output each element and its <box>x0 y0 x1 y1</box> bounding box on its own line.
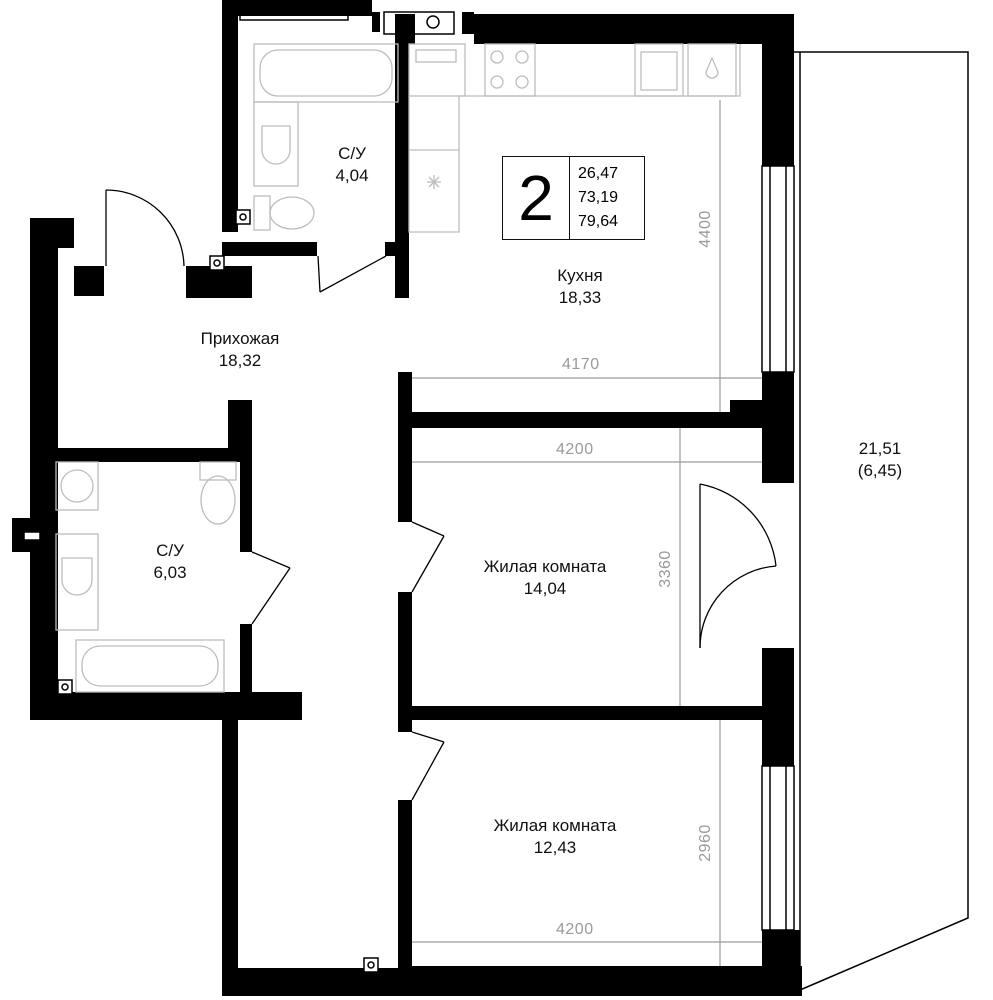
washer <box>55 461 99 511</box>
stove <box>484 43 536 97</box>
room-label-kitchen: Кухня 18,33 <box>520 265 640 309</box>
wall <box>74 266 104 296</box>
dimension-lines <box>412 100 762 966</box>
doors <box>105 189 777 801</box>
wall <box>385 242 409 256</box>
wall <box>372 12 380 32</box>
balcony-reduced-area: (6,45) <box>857 461 903 480</box>
wall <box>762 428 794 483</box>
window <box>761 165 795 373</box>
room-name: Жилая комната <box>483 557 607 576</box>
bathtub <box>75 639 225 693</box>
room-name: Жилая комната <box>493 816 617 835</box>
dimension-room2-width: 4200 <box>556 921 594 938</box>
sink <box>55 533 99 631</box>
wall <box>395 40 409 298</box>
room-area: 18,33 <box>558 288 602 307</box>
wall <box>730 400 794 428</box>
toilet <box>199 461 237 481</box>
dimension-room2-height: 2960 <box>696 824 714 862</box>
wall <box>398 412 732 428</box>
window <box>383 11 455 35</box>
wall <box>222 0 238 232</box>
walls <box>12 0 802 996</box>
room-name: С/У <box>156 541 184 560</box>
bathtub <box>253 43 399 103</box>
wall <box>762 30 794 166</box>
room-label-bathroom-left: С/У 6,03 <box>120 540 220 584</box>
wall <box>395 14 415 44</box>
dimension-kitchen-width: 4170 <box>562 356 600 373</box>
sink <box>253 101 299 187</box>
windows <box>239 11 795 931</box>
room-area: 18,32 <box>218 351 262 370</box>
cabinet <box>408 43 466 97</box>
wall <box>762 648 794 766</box>
dimension-kitchen-height: 4400 <box>696 210 714 248</box>
wall <box>228 400 252 462</box>
room-area: 6,03 <box>153 563 187 582</box>
total-area-with-balcony: 79,64 <box>578 213 619 230</box>
wall <box>222 700 238 996</box>
window <box>239 11 349 21</box>
dimension-room1-width: 4200 <box>556 441 594 458</box>
rooms-count: 2 <box>503 157 570 239</box>
wall <box>240 460 252 552</box>
wall <box>222 0 372 16</box>
wall <box>30 692 302 720</box>
apartment-badge: 2 26,47 73,19 79,64 <box>502 156 645 240</box>
vent-marker <box>427 175 441 189</box>
fixtures <box>55 43 741 693</box>
wall <box>222 242 317 256</box>
wall <box>474 14 794 44</box>
room-label-living-room-2: Жилая комната 12,43 <box>450 815 660 859</box>
room-label-hallway: Прихожая 18,32 <box>160 328 320 372</box>
room-label-living-room-1: Жилая комната 14,04 <box>440 556 650 600</box>
wall <box>186 266 252 298</box>
wall <box>56 448 252 462</box>
room-area: 12,43 <box>533 838 577 857</box>
wall <box>398 706 762 720</box>
room-label-bathroom-top: С/У 4,04 <box>302 143 402 187</box>
total-area: 73,19 <box>578 189 619 206</box>
wall <box>402 966 802 996</box>
wall <box>462 12 474 34</box>
wall <box>398 372 412 414</box>
room-label-balcony: 21,51 (6,45) <box>830 438 930 482</box>
toilet <box>253 195 271 231</box>
room-area: 4,04 <box>335 166 369 185</box>
fridge <box>687 43 737 97</box>
wall <box>398 800 412 970</box>
balcony-area: 21,51 <box>858 439 902 458</box>
room-area: 14,04 <box>523 579 567 598</box>
living-area: 26,47 <box>578 165 619 182</box>
room-name: Прихожая <box>200 329 280 348</box>
window <box>761 765 795 931</box>
risers <box>23 209 379 973</box>
wall <box>30 218 58 718</box>
room-name: Кухня <box>557 266 603 285</box>
balcony-outline <box>794 51 969 991</box>
room-name: С/У <box>338 144 366 163</box>
wall <box>398 592 412 732</box>
area-list: 26,47 73,19 79,64 <box>570 157 644 239</box>
wall <box>398 412 412 522</box>
dimension-room1-height: 3360 <box>656 550 674 588</box>
